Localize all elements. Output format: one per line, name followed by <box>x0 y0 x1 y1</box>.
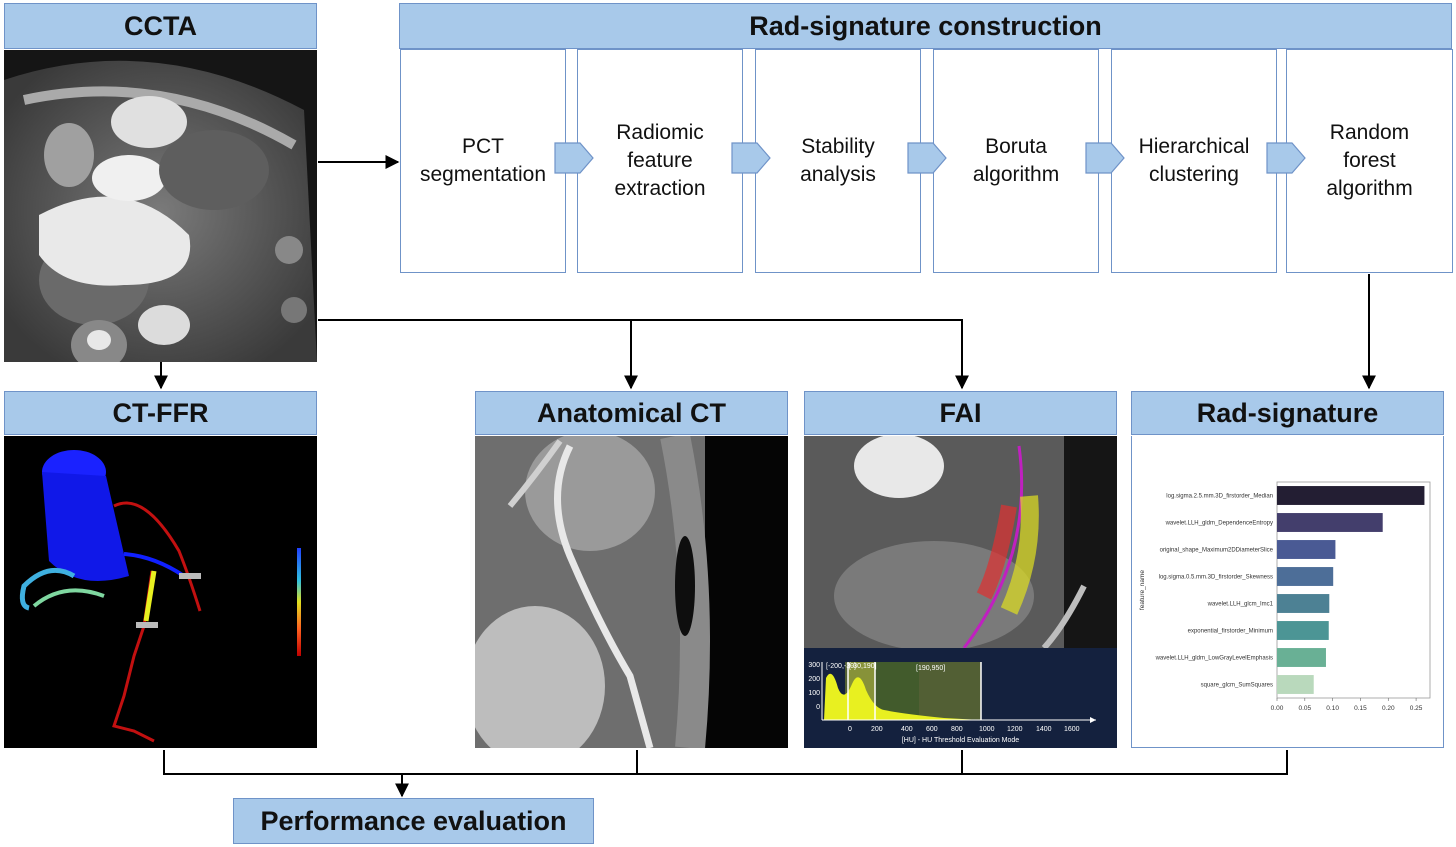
rad-signature-header: Rad-signature <box>1131 391 1444 435</box>
x-tick: 400 <box>901 726 913 733</box>
y-tick: 0 <box>816 704 820 711</box>
bar-1 <box>1277 486 1425 505</box>
x-tick: 1400 <box>1036 726 1052 733</box>
x-tick-label: 0.10 <box>1326 705 1339 712</box>
line-ccta-branch <box>318 319 969 390</box>
anatomical-ct-image <box>475 436 788 748</box>
performance-title: Performance evaluation <box>260 805 567 836</box>
step-stability-analysis: Stability analysis <box>755 49 921 273</box>
step-feature-extraction: Radiomic feature extraction <box>577 49 743 273</box>
performance-header: Performance evaluation <box>233 798 594 844</box>
category-label: log.sigma.2.5.mm.3D_firstorder_Median <box>1166 494 1273 500</box>
rad-construction-title: Rad-signature construction <box>749 10 1102 41</box>
anatomical-title: Anatomical CT <box>536 397 727 428</box>
histogram-caption: [HU] - HU Threshold Evaluation Mode <box>901 737 1020 744</box>
ccta-title: CCTA <box>124 10 197 41</box>
ctffr-image <box>4 436 317 748</box>
ctffr-title: CT-FFR <box>112 397 209 428</box>
x-tick-label: 0.20 <box>1382 705 1395 712</box>
bar-3 <box>1277 540 1336 559</box>
ctffr-header: CT-FFR <box>4 391 317 435</box>
category-label: exponential_firstorder_Minimum <box>1188 629 1273 635</box>
y-tick: 300 <box>808 662 820 669</box>
x-tick: 1000 <box>979 726 995 733</box>
category-label: wavelet.LLH_gldm_DependenceEntropy <box>1165 521 1273 527</box>
range-label-3: [190,950] <box>916 665 946 672</box>
step-boruta: Boruta algorithm <box>933 49 1099 273</box>
line-collect-bottom <box>163 750 1288 775</box>
fai-header: FAI <box>804 391 1117 435</box>
category-label: wavelet.LLH_gldm_LowGrayLevelEmphasis <box>1155 656 1273 662</box>
bar-2 <box>1277 513 1383 532</box>
anatomical-header: Anatomical CT <box>475 391 788 435</box>
x-tick: 200 <box>871 726 883 733</box>
rad-construction-header: Rad-signature construction <box>399 3 1452 49</box>
category-label: original_shape_Maximum2DDiameterSlice <box>1160 548 1274 554</box>
bar-8 <box>1277 675 1314 694</box>
x-tick-label: 0.15 <box>1354 705 1367 712</box>
x-tick: 0 <box>848 726 852 733</box>
range-label-2: [-30,190] <box>849 663 877 670</box>
ccta-image <box>4 50 317 362</box>
step-random-forest: Random forest algorithm <box>1286 49 1453 273</box>
plot-frame <box>1276 481 1431 699</box>
fai-title: FAI <box>939 397 982 428</box>
bar-7 <box>1277 648 1326 667</box>
x-tick-label: 0.00 <box>1271 705 1284 712</box>
fai-histogram: [-200,-30] [-30,190] [190,950] 300 200 1… <box>804 648 1117 748</box>
category-label: square_glcm_SumSquares <box>1201 683 1273 689</box>
bar-4 <box>1277 567 1334 586</box>
histogram-y-ticks: 300 200 100 0 <box>806 659 820 715</box>
y-tick: 200 <box>808 676 820 683</box>
y-axis-label: feature_name <box>1139 570 1146 610</box>
x-tick: 1600 <box>1064 726 1080 733</box>
rad-signature-title: Rad-signature <box>1196 397 1379 428</box>
step-hierarchical-clustering: Hierarchical clustering <box>1111 49 1277 273</box>
step-pct-segmentation: PCT segmentation <box>400 49 566 273</box>
category-label: wavelet.LLH_glcm_Imc1 <box>1207 602 1274 608</box>
x-tick: 1200 <box>1007 726 1023 733</box>
ccta-header: CCTA <box>4 3 317 49</box>
x-tick: 800 <box>951 726 963 733</box>
x-tick-label: 0.25 <box>1410 705 1423 712</box>
category-label: log.sigma.0.5.mm.3D_firstorder_Skewness <box>1159 575 1273 581</box>
range-label-1: [-200,-30] <box>826 663 856 670</box>
bar-6 <box>1277 621 1329 640</box>
histogram-x-ticks: 0 200 400 600 800 1000 1200 1400 1600 <box>804 726 1117 736</box>
y-tick: 100 <box>808 690 820 697</box>
x-tick-label: 0.05 <box>1298 705 1311 712</box>
feature-importance-chart: log.sigma.2.5.mm.3D_firstorder_Medianwav… <box>1139 481 1431 712</box>
bar-5 <box>1277 594 1330 613</box>
x-tick: 600 <box>926 726 938 733</box>
